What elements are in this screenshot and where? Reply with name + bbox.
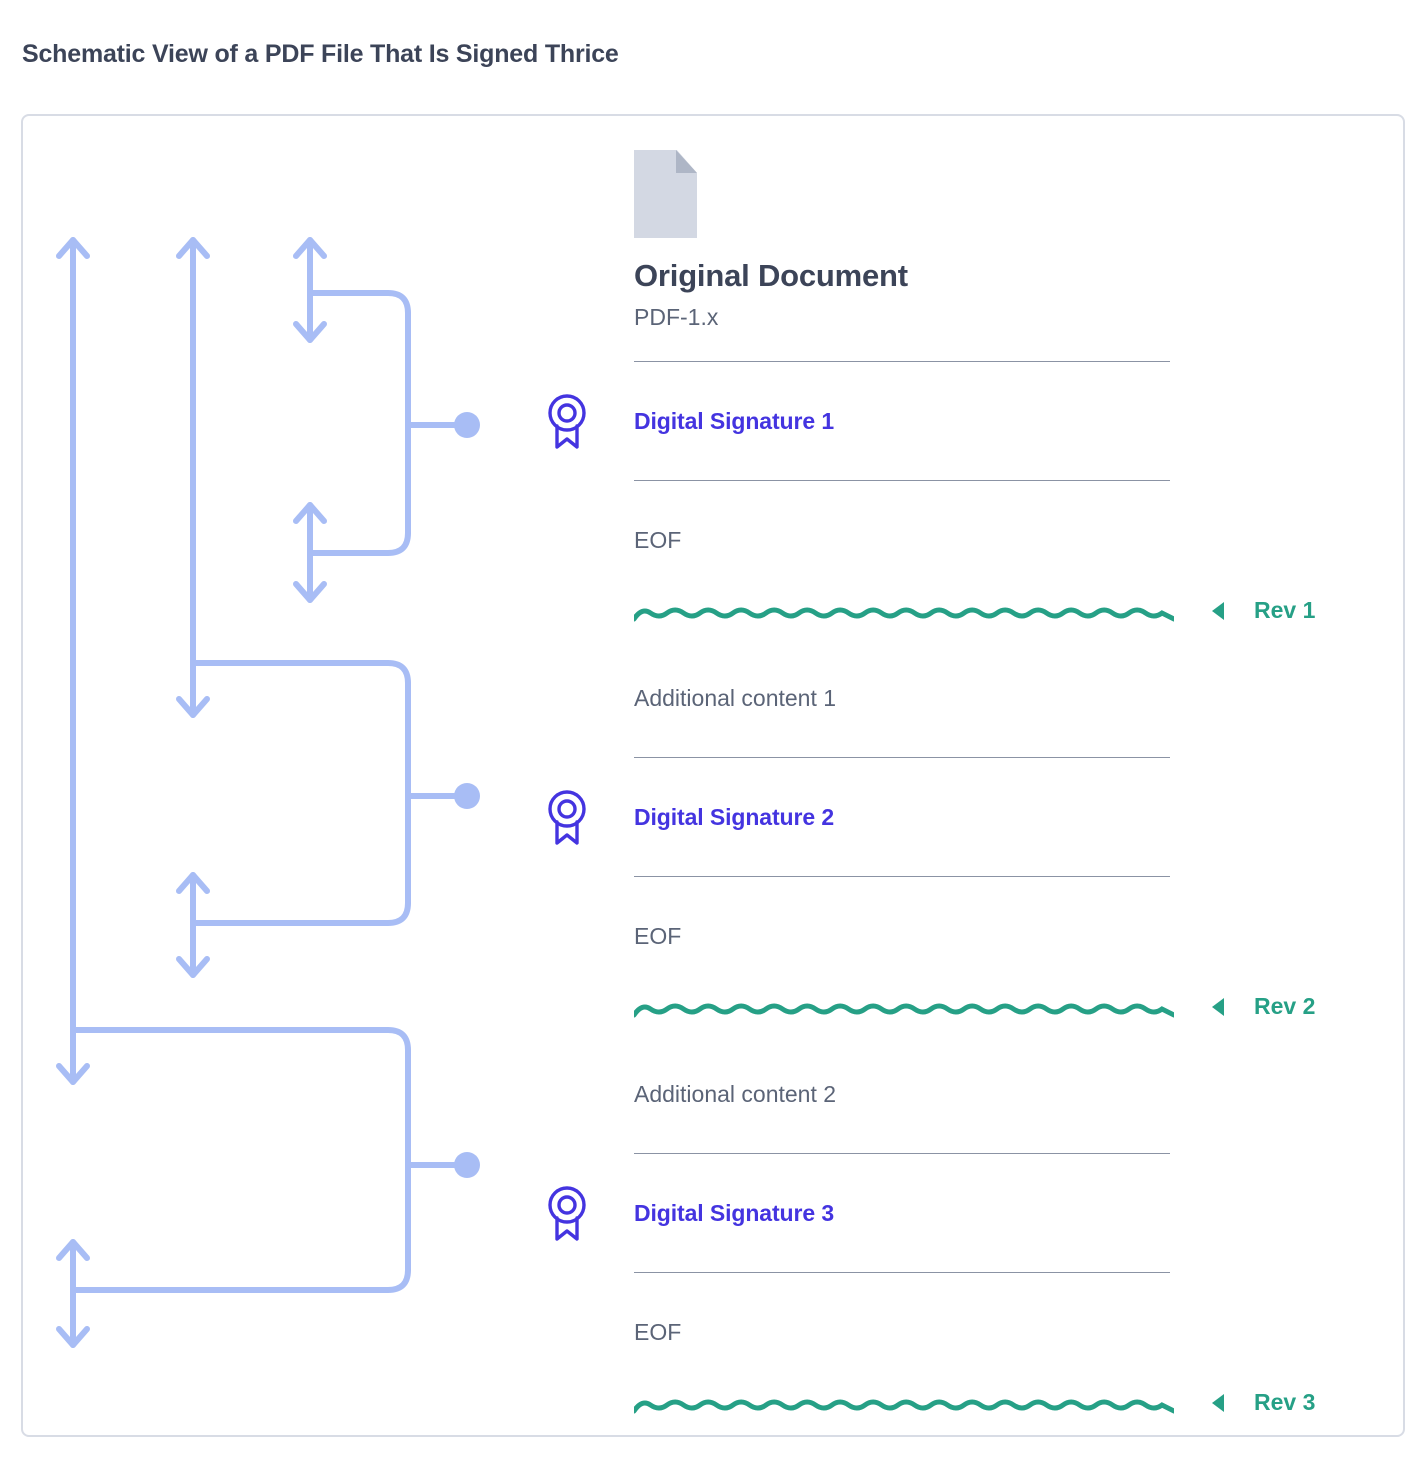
- left-triangle-icon: [1212, 601, 1224, 620]
- document-title: Original Document: [634, 258, 908, 293]
- content-label: Additional content 2: [634, 1080, 837, 1107]
- document-page-icon: [634, 150, 697, 238]
- revision-label: Rev 1: [1254, 597, 1316, 623]
- document-subtitle: PDF-1.x: [634, 304, 719, 330]
- revision-marker-3: Rev 3: [1212, 1389, 1315, 1416]
- eof-row-1: EOF: [634, 481, 1194, 599]
- signature-row-3[interactable]: Digital Signature 3: [548, 1154, 1194, 1272]
- separator: [634, 1272, 1170, 1273]
- eof-label: EOF: [634, 922, 682, 949]
- page-title: Schematic View of a PDF File That Is Sig…: [22, 40, 619, 68]
- revision-marker-1: Rev 1: [1212, 597, 1315, 624]
- wavy-divider-icon: [634, 607, 1174, 622]
- separator: [634, 1153, 1170, 1154]
- revision-marker-2: Rev 2: [1212, 993, 1315, 1020]
- wavy-divider-icon: [634, 1003, 1174, 1018]
- eof-row-3: EOF: [634, 1273, 1194, 1391]
- wavy-divider-icon: [634, 1399, 1174, 1414]
- content-row-1: Additional content 1: [634, 639, 1194, 757]
- signature-row-1[interactable]: Digital Signature 1: [548, 362, 1194, 480]
- signature-row-2[interactable]: Digital Signature 2: [548, 758, 1194, 876]
- content-row-2: Additional content 2: [634, 1035, 1194, 1153]
- signature-label: Digital Signature 2: [634, 803, 835, 830]
- revision-divider-3: Rev 3: [634, 1389, 1315, 1431]
- eof-label: EOF: [634, 1318, 682, 1345]
- left-triangle-icon: [1212, 997, 1224, 1016]
- left-triangle-icon: [1212, 1393, 1224, 1412]
- diagram-card: [21, 114, 1405, 1437]
- revision-label: Rev 3: [1254, 1389, 1316, 1415]
- separator: [634, 480, 1170, 481]
- content-label: Additional content 1: [634, 684, 837, 711]
- separator: [634, 361, 1170, 362]
- signature-badge-icon: [548, 790, 586, 845]
- separator: [634, 757, 1170, 758]
- separator: [634, 876, 1170, 877]
- eof-label: EOF: [634, 526, 682, 553]
- revision-label: Rev 2: [1254, 993, 1316, 1019]
- signature-label: Digital Signature 3: [634, 1199, 835, 1226]
- revision-divider-1: Rev 1: [634, 597, 1315, 639]
- revision-divider-2: Rev 2: [634, 993, 1315, 1035]
- signature-badge-icon: [548, 1186, 586, 1241]
- document-column: Original Document PDF-1.x Digital Signat…: [548, 150, 1315, 1431]
- signature-label: Digital Signature 1: [634, 407, 835, 434]
- eof-row-2: EOF: [634, 877, 1194, 995]
- signature-badge-icon: [548, 394, 586, 449]
